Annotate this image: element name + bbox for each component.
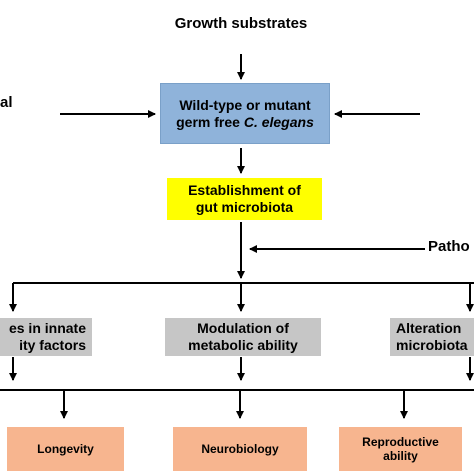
center-box-prefix: germ free: [176, 113, 244, 130]
gray-box-middle-line2: metabolic ability: [188, 337, 298, 353]
outcome-reproductive-line2: ability: [383, 449, 418, 463]
top-label: Growth substrates: [174, 15, 308, 32]
gray-box-right: Alteration microbiota: [390, 318, 474, 356]
gray-box-middle-line1: Modulation of: [197, 320, 289, 337]
center-box-line1: Wild-type or mutant: [179, 96, 311, 113]
gray-box-right-line2: microbiota: [396, 337, 468, 353]
left-label: al: [0, 94, 13, 111]
outcome-box-longevity: Longevity: [7, 427, 124, 471]
gray-box-left-line2: ity factors: [19, 337, 86, 353]
outcome-box-reproductive: Reproductive ability: [339, 427, 462, 471]
gray-box-right-line1: Alteration: [396, 320, 462, 337]
yellow-box-line1: Establishment of: [188, 182, 301, 199]
center-box-species: C. elegans: [243, 113, 314, 130]
gray-box-left-line1: es in innate: [8, 320, 86, 337]
right-label: Patho: [428, 238, 470, 255]
outcome-reproductive-line1: Reproductive: [362, 434, 439, 449]
outcome-box-neurobiology: Neurobiology: [173, 427, 307, 471]
outcome-neurobiology-line1: Neurobiology: [201, 441, 279, 456]
gray-box-left: es in innate ity factors: [0, 318, 92, 356]
center-box-line2: germ free C. elegans: [176, 114, 314, 131]
center-box: Wild-type or mutant germ free C. elegans: [160, 83, 330, 144]
outcome-longevity-line1: Longevity: [37, 441, 94, 456]
gray-box-middle: Modulation of metabolic ability: [165, 318, 321, 356]
yellow-box-line2: gut microbiota: [195, 199, 294, 215]
yellow-box: Establishment of gut microbiota: [167, 178, 322, 220]
